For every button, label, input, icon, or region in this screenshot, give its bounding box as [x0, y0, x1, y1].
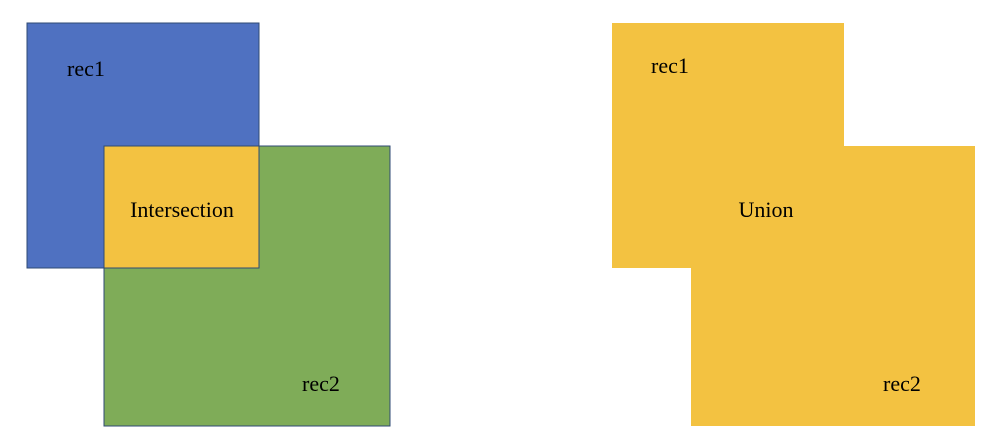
- union-label: Union: [739, 197, 794, 222]
- rec2-label: rec2: [302, 371, 340, 396]
- intersection-label: Intersection: [130, 197, 234, 222]
- union-diagram: rec1 Union rec2: [612, 23, 975, 426]
- intersection-rectangle: [103, 145, 260, 269]
- union-rec1-label: rec1: [651, 53, 689, 78]
- union-shape: [612, 23, 975, 426]
- union-rec2-label: rec2: [883, 371, 921, 396]
- rec1-label: rec1: [67, 56, 105, 81]
- intersection-diagram: rec1 Intersection rec2: [26, 22, 391, 427]
